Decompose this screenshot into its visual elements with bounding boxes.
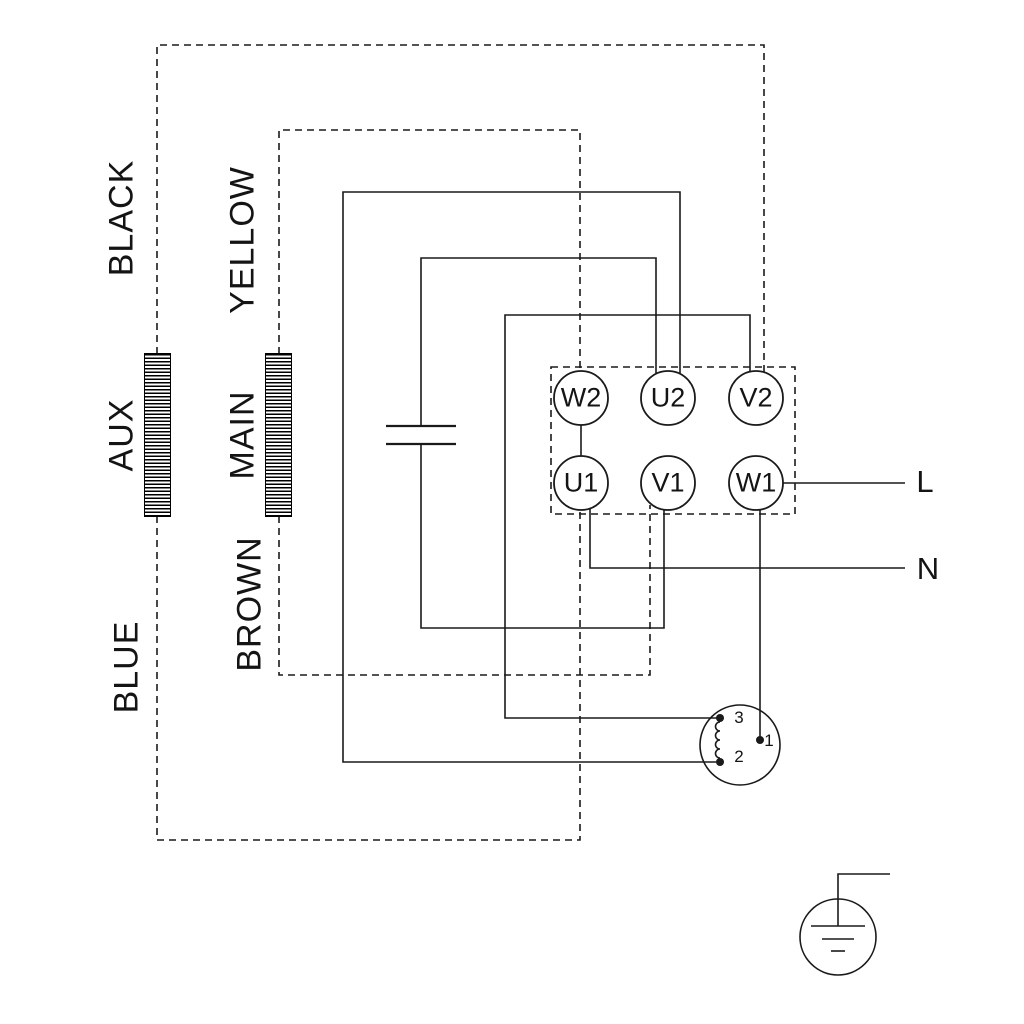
capacitor-bottom-wire (420, 444, 665, 629)
terminal-v1-label: V1 (651, 467, 685, 498)
terminal-w1-label: W1 (735, 467, 777, 498)
terminal-w2 (553, 370, 609, 426)
ground-lead-wire (837, 873, 890, 899)
black-wire-dashed (156, 44, 765, 372)
terminal-w1 (728, 455, 784, 511)
protector-heater-coil-icon (714, 721, 721, 759)
terminal-u2-label: U2 (650, 382, 686, 413)
main-winding-coil (265, 353, 292, 517)
terminal-u2 (640, 370, 696, 426)
black-wire-label: BLACK (102, 159, 141, 277)
thermal-protector-body (699, 704, 781, 786)
protector-terminal-2-label: 2 (734, 747, 744, 766)
terminal-u1-label: U1 (563, 467, 599, 498)
line-label: L (916, 464, 934, 499)
terminal-v2 (728, 370, 784, 426)
protector-terminal-1-dot (756, 736, 764, 744)
thermal-protector-symbol (699, 704, 781, 786)
aux-winding-coil (144, 353, 171, 517)
protector-to-v2-wire (504, 314, 751, 719)
protector-to-u2-wire (342, 191, 716, 763)
main-winding-label: MAIN (223, 390, 262, 480)
earth-ground-symbol (799, 873, 890, 976)
blue-wire-label: BLUE (107, 620, 146, 714)
protector-terminal-1-label: 1 (764, 731, 774, 750)
terminal-w2-label: W2 (560, 382, 602, 413)
protector-terminal-2-dot (716, 758, 724, 766)
brown-wire-label: BROWN (230, 536, 269, 672)
neutral-label: N (916, 551, 940, 586)
protector-terminal-3-label: 3 (734, 708, 744, 727)
yellow-wire-dashed (278, 129, 581, 371)
protector-terminal-3-dot (716, 714, 724, 722)
aux-winding-label: AUX (102, 398, 141, 472)
terminal-u1 (553, 455, 609, 511)
yellow-wire-label: YELLOW (223, 166, 262, 314)
terminal-v1 (640, 455, 696, 511)
brown-wire-dashed (278, 505, 651, 676)
terminal-block-outline (550, 366, 796, 515)
terminal-v2-label: V2 (739, 382, 773, 413)
capacitor-top-wire (420, 257, 657, 426)
neutral-supply-wire (589, 508, 905, 569)
